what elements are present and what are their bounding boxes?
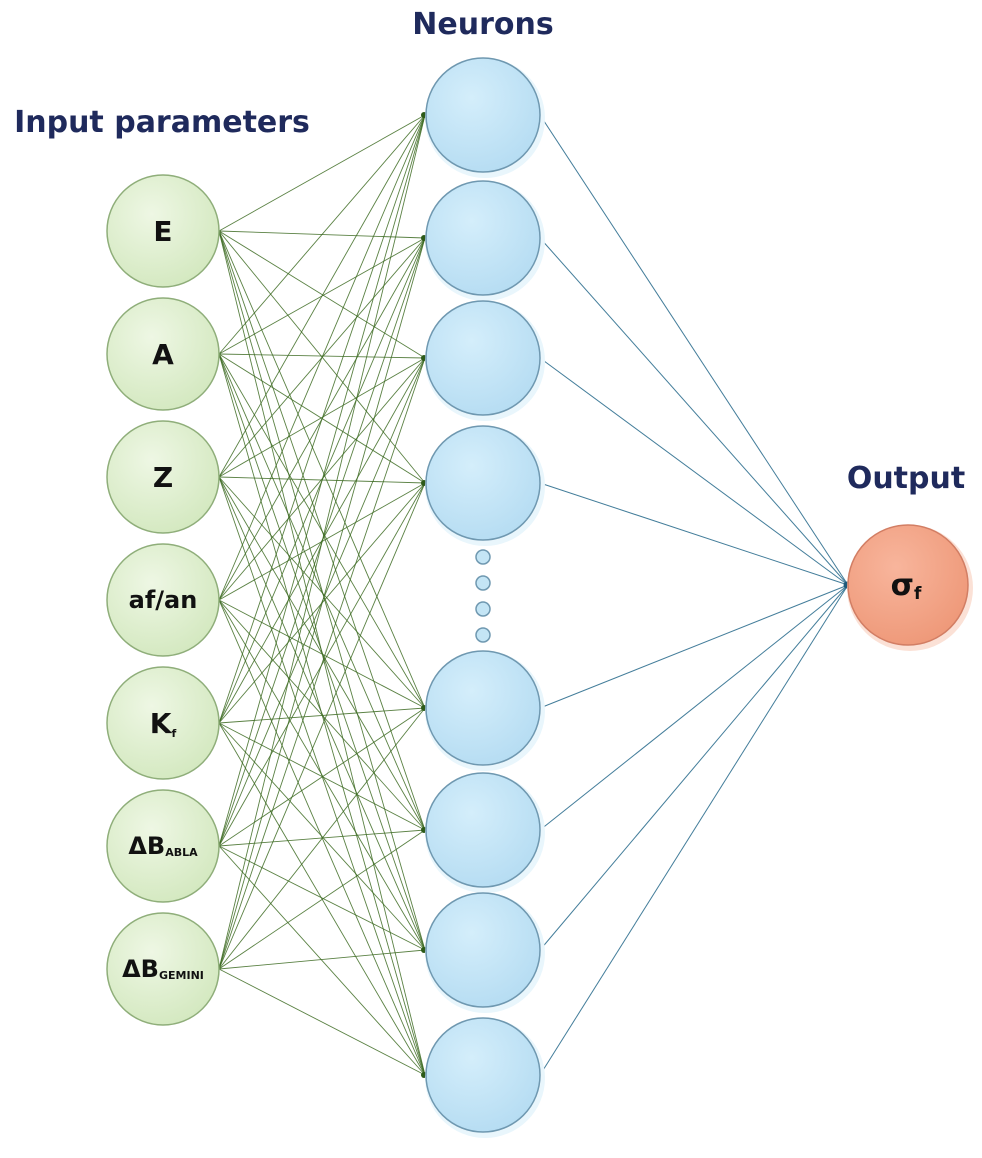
input-node-circle	[106, 666, 220, 780]
input-node-subscript: f	[171, 727, 176, 740]
input-hidden-edge	[218, 114, 426, 478]
output-node-symbol: σ	[891, 568, 914, 603]
input-node-symbol: ΔB	[122, 955, 159, 983]
hidden-neuron	[425, 1017, 541, 1133]
ellipsis-dot	[475, 627, 491, 643]
input-hidden-edge	[218, 114, 426, 232]
ellipsis-dot	[475, 549, 491, 565]
output-heading: Output	[847, 461, 965, 496]
input-hidden-edge	[218, 829, 426, 970]
input-hidden-edge	[218, 482, 426, 970]
ellipsis-dot	[475, 601, 491, 617]
output-node-label: σf	[891, 568, 922, 604]
input-hidden-edge	[218, 968, 426, 1076]
input-node-circle	[106, 420, 220, 534]
input-node-circle	[106, 912, 220, 1026]
input-node: ΔBGEMINI	[106, 912, 220, 1026]
input-node: Kf	[106, 666, 220, 780]
input-hidden-edge	[218, 237, 426, 970]
input-hidden-edge	[218, 845, 426, 1076]
input-node-symbol: K	[150, 707, 173, 740]
input-hidden-edge	[218, 707, 426, 724]
input-node-label: Z	[153, 461, 173, 494]
input-node: A	[106, 297, 220, 411]
hidden-neuron	[425, 180, 541, 296]
input-node-symbol: ΔB	[128, 832, 165, 860]
input-hidden-edge	[218, 353, 426, 709]
output-node-subscript: f	[914, 584, 922, 604]
hidden-output-edge	[539, 357, 849, 586]
hidden-neuron	[425, 650, 541, 766]
input-hidden-edge	[218, 949, 426, 970]
input-node-circle	[106, 789, 220, 903]
hidden-neuron	[425, 425, 541, 541]
hidden-output-edge	[539, 584, 849, 831]
input-node-symbol: af/an	[129, 586, 198, 614]
input-hidden-edge	[218, 230, 426, 709]
input-node-label: ΔBGEMINI	[122, 955, 204, 983]
input-node-symbol: E	[153, 215, 172, 248]
input-hidden-edge	[218, 230, 426, 359]
input-node-circle	[106, 174, 220, 288]
input-node-label: ΔBABLA	[128, 832, 198, 860]
hidden-output-edge	[539, 237, 849, 586]
input-parameters-heading: Input parameters	[14, 105, 310, 140]
input-hidden-edge	[218, 599, 426, 951]
ellipsis-dot	[475, 575, 491, 591]
hidden-neuron	[425, 57, 541, 173]
input-hidden-edge	[218, 476, 426, 709]
input-hidden-edge	[218, 707, 426, 847]
input-node-label: A	[152, 338, 174, 371]
input-node-circle	[106, 543, 220, 657]
input-hidden-edge	[218, 357, 426, 478]
hidden-output-edge	[539, 584, 849, 709]
input-hidden-edge	[218, 722, 426, 951]
output-node-circle	[847, 524, 969, 646]
neurons-heading: Neurons	[412, 7, 553, 42]
input-node-label: Kf	[150, 707, 177, 740]
input-hidden-edge	[218, 476, 426, 951]
input-hidden-edge	[218, 114, 426, 601]
input-node-symbol: Z	[153, 461, 173, 494]
input-hidden-edge	[218, 599, 426, 831]
input-node-subscript: GEMINI	[159, 969, 204, 982]
input-hidden-edge	[218, 845, 426, 951]
hidden-neuron	[425, 772, 541, 888]
input-hidden-edge	[218, 353, 426, 359]
input-hidden-edge	[218, 114, 426, 970]
input-hidden-edge	[218, 357, 426, 970]
input-hidden-edge	[218, 707, 426, 970]
connections	[218, 112, 851, 1078]
input-hidden-edge	[218, 230, 426, 951]
input-node-label: E	[153, 215, 172, 248]
hidden-output-edge	[539, 482, 849, 586]
input-hidden-edge	[218, 114, 426, 847]
input-hidden-edge	[218, 114, 426, 355]
hidden-neuron	[425, 300, 541, 416]
input-node: ΔBABLA	[106, 789, 220, 903]
input-hidden-edge	[218, 599, 426, 1076]
hidden-output-edge	[539, 114, 849, 586]
input-node-symbol: A	[152, 338, 174, 371]
input-hidden-edge	[218, 599, 426, 709]
input-node-subscript: ABLA	[165, 846, 198, 859]
input-hidden-edge	[218, 114, 426, 724]
input-hidden-edge	[218, 353, 426, 951]
hidden-output-edge	[539, 584, 849, 1076]
hidden-neuron	[425, 892, 541, 1008]
input-node-label: af/an	[129, 586, 198, 614]
input-node: E	[106, 174, 220, 288]
input-node: af/an	[106, 543, 220, 657]
output-node: σf	[847, 524, 973, 651]
hidden-output-edge	[539, 584, 849, 951]
input-node: Z	[106, 420, 220, 534]
input-node-circle	[106, 297, 220, 411]
